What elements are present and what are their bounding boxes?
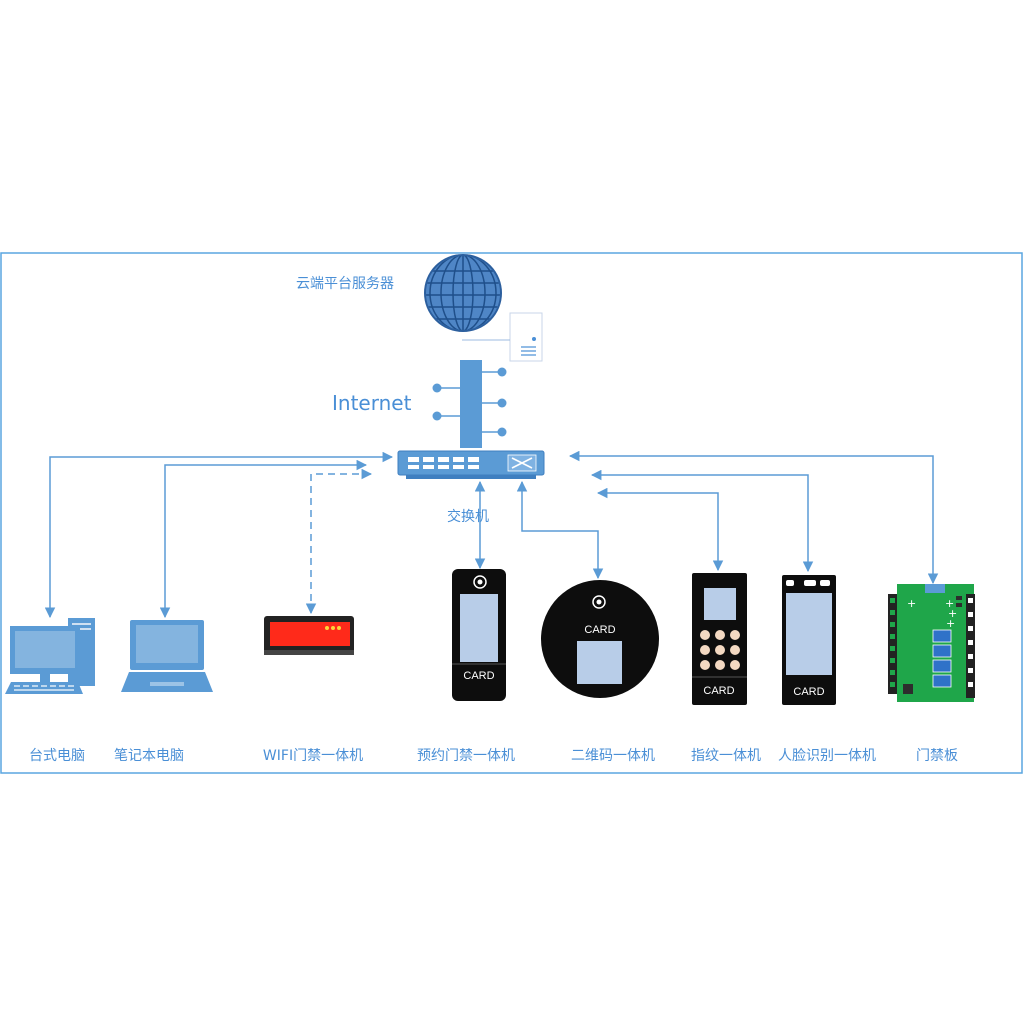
link-qrcode xyxy=(516,480,604,580)
svg-text:+: + xyxy=(907,597,916,610)
face-card-text: CARD xyxy=(793,686,824,698)
label-reserve: 预约门禁一体机 xyxy=(417,748,515,764)
internet-label: Internet xyxy=(332,391,412,415)
link-fingerprint xyxy=(596,487,724,572)
link-board xyxy=(568,450,939,585)
diagram-frame xyxy=(0,252,1023,774)
qrcode-card-text: CARD xyxy=(584,624,615,636)
access-control-board-icon: + + + + xyxy=(888,584,975,702)
network-tower-icon xyxy=(432,360,507,448)
device-labels: 台式电脑 笔记本电脑 WIFI门禁一体机 预约门禁一体机 二维码一体机 指纹一体… xyxy=(29,748,958,764)
label-fingerprint: 指纹一体机 xyxy=(691,748,761,764)
label-laptop: 笔记本电脑 xyxy=(114,748,184,764)
link-desktop xyxy=(44,451,394,619)
label-qrcode: 二维码一体机 xyxy=(571,748,655,764)
link-laptop xyxy=(159,459,368,619)
svg-text:+: + xyxy=(945,597,954,610)
reserve-card-text: CARD xyxy=(463,670,494,682)
wifi-access-terminal-icon xyxy=(264,616,354,655)
link-wifi xyxy=(305,468,373,615)
globe-icon xyxy=(424,254,502,332)
fingerprint-card-text: CARD xyxy=(703,685,734,697)
switch-label: 交换机 xyxy=(447,508,489,525)
server-icon xyxy=(462,312,543,362)
face-recognition-terminal-icon: CARD xyxy=(782,575,836,705)
reservation-terminal-icon: CARD xyxy=(452,569,506,701)
link-face xyxy=(590,469,814,573)
label-wifi: WIFI门禁一体机 xyxy=(263,748,363,764)
cloud-server-label: 云端平台服务器 xyxy=(296,276,394,292)
svg-text:+: + xyxy=(946,617,955,630)
label-face: 人脸识别一体机 xyxy=(778,748,876,764)
label-desktop: 台式电脑 xyxy=(29,748,85,764)
connection-lines xyxy=(44,450,939,619)
qr-code-reader-icon: CARD xyxy=(541,580,659,698)
fingerprint-terminal-icon: CARD xyxy=(692,573,747,705)
network-switch-icon xyxy=(397,450,545,479)
desktop-computer-icon xyxy=(5,618,95,694)
laptop-icon xyxy=(121,620,213,692)
label-board: 门禁板 xyxy=(916,748,958,764)
svg-text:+: + xyxy=(948,607,957,620)
